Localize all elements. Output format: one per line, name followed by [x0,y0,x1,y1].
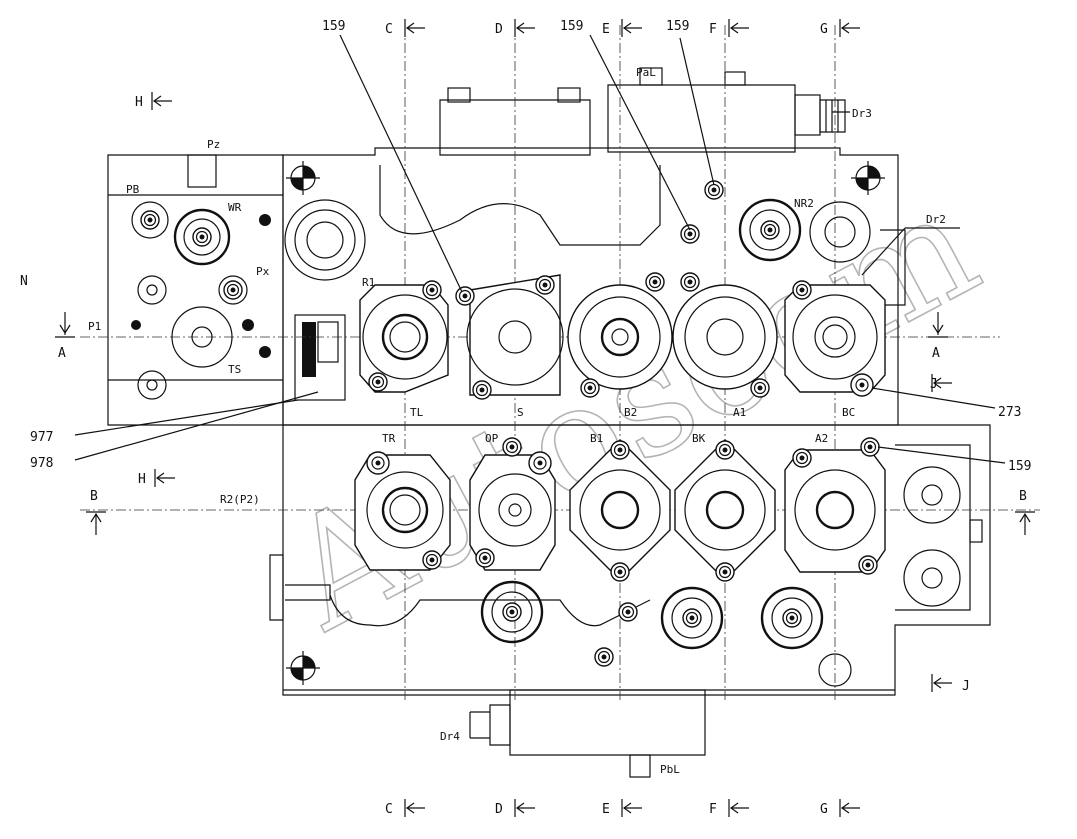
section-b-left: B [90,489,98,504]
section-top-g: G [820,22,828,37]
section-markers-bottom: C D E F G [385,798,861,818]
section-bottom-c: C [385,802,393,817]
port-tl: TL [410,406,424,419]
port-r1: R1 [362,276,375,289]
upper-spool-covers [359,272,886,400]
callout-977: 977 [30,430,53,445]
port-dr3: Dr3 [852,107,872,120]
section-markers-side: H H J J A A B B [55,91,1035,694]
port-b1: B1 [590,432,603,445]
section-h-top: H [135,95,143,110]
lower-spool-covers [354,439,983,607]
section-top-c: C [385,22,393,37]
port-tr: TR [382,432,396,445]
port-wr: WR [228,201,242,214]
section-j-bottom: J [962,679,970,694]
section-bottom-e: E [602,802,610,817]
port-pz: Pz [207,138,220,151]
section-a-right: A [932,346,940,361]
section-bottom-f: F [709,802,717,817]
port-pbl: PbL [660,763,680,776]
port-a1: A1 [733,406,746,419]
section-bottom-d: D [495,802,503,817]
callout-leaders [74,34,1006,464]
port-p1: P1 [88,320,101,333]
callout-159-right: 159 [666,19,689,34]
section-top-e: E [602,22,610,37]
port-op: OP [485,432,499,445]
callout-numbers: 159 159 159 273 159 977 978 [30,19,1031,474]
section-top-d: D [495,22,503,37]
port-pal: PaL [636,66,656,79]
upper-right-plugs [455,180,871,306]
callout-159-center: 159 [560,19,583,34]
pilot-block-plugs [131,154,366,400]
lower-plugs [480,437,880,687]
port-dr2: Dr2 [926,213,946,226]
section-j-top: J [930,377,938,392]
port-ts: TS [228,363,241,376]
port-a2: A2 [815,432,828,445]
callout-978: 978 [30,456,53,471]
port-b2: B2 [624,406,637,419]
port-labels: PaL Dr3 Dr2 Pz PB WR Px N P1 TS R1 NR2 T… [20,66,946,776]
callout-159-left: 159 [322,19,345,34]
section-a-left: A [58,346,66,361]
section-markers-top: C D E F G [385,18,861,38]
section-h-mid: H [138,472,146,487]
section-b-right: B [1019,489,1027,504]
section-top-f: F [709,22,717,37]
port-nr2: NR2 [794,197,814,210]
port-s: S [517,406,524,419]
section-bottom-g: G [820,802,828,817]
port-pb: PB [126,183,140,196]
callout-273: 273 [998,405,1021,420]
label-n: N [20,274,28,289]
valve-body [107,67,991,778]
port-bk: BK [692,432,706,445]
port-px: Px [256,265,270,278]
port-dr4: Dr4 [440,730,460,743]
port-r2p2: R2(P2) [220,493,260,506]
port-bc: BC [842,406,855,419]
callout-159-lower: 159 [1008,459,1031,474]
